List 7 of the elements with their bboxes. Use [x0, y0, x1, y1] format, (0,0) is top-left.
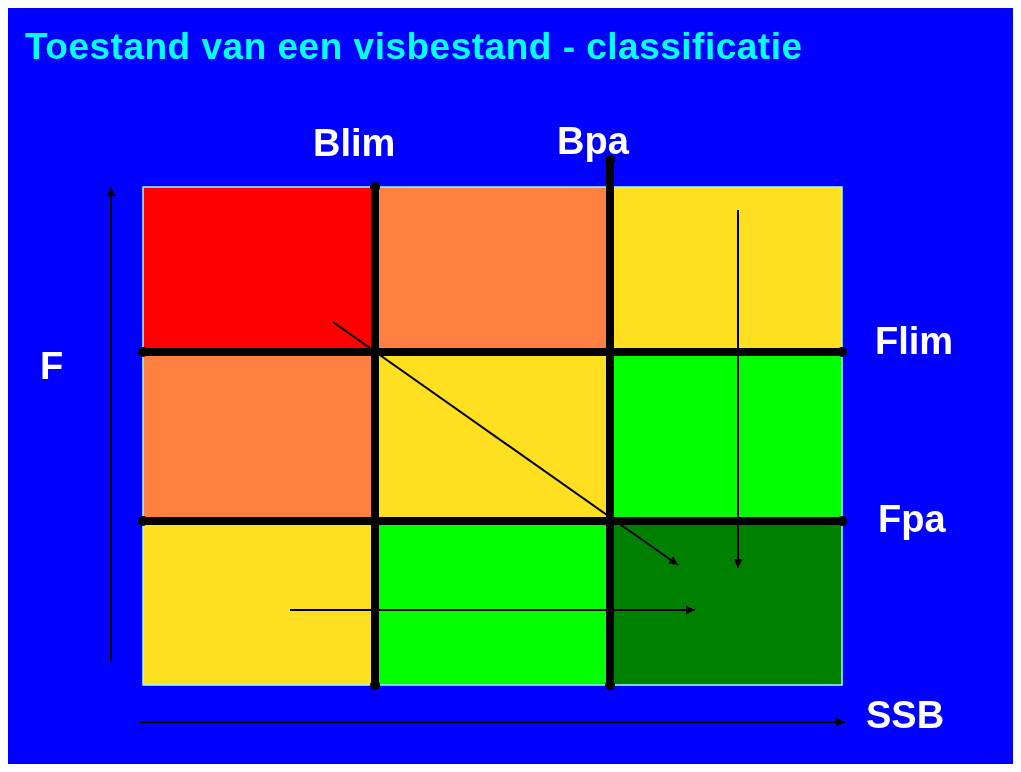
- threshold-label: Flim: [875, 320, 954, 363]
- threshold-label: Bpa: [557, 120, 629, 163]
- threshold-label: Fpa: [878, 498, 946, 541]
- axis-label: SSB: [866, 694, 945, 737]
- threshold-label: Blim: [313, 122, 396, 165]
- axis-label: F: [40, 345, 64, 388]
- title: Toestand van een visbestand - classificatie: [25, 26, 803, 68]
